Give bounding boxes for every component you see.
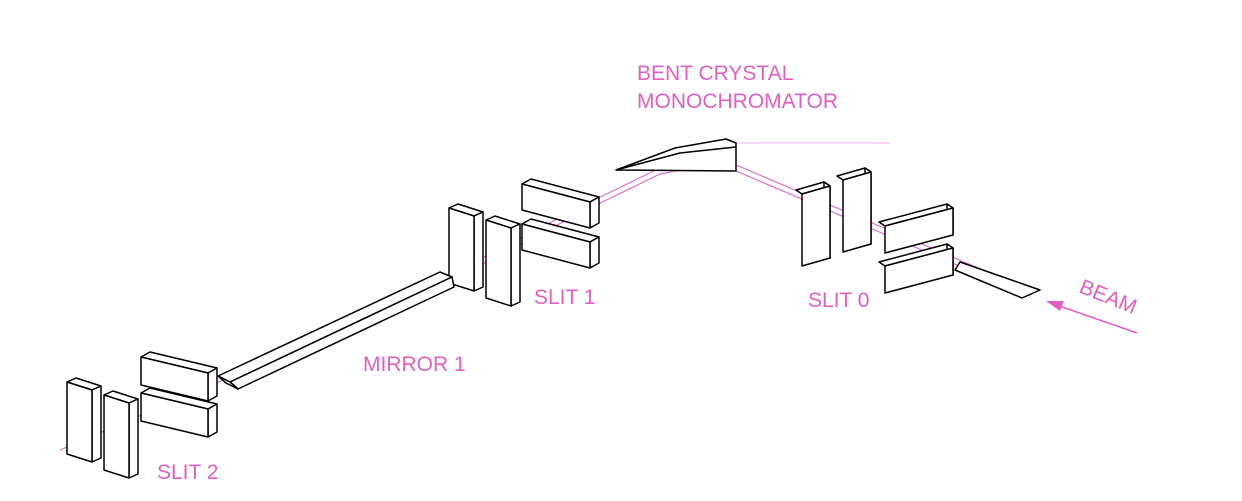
slit-1-blade-bottom: [521, 218, 600, 269]
slit-1-blade-top: [521, 178, 600, 229]
slit-0-blade-bottom: [878, 243, 954, 294]
slit-2-blade-bottom: [140, 387, 218, 438]
beam-stop-strip: [954, 261, 1041, 299]
label-monochromator: MONOCHROMATOR: [637, 90, 838, 113]
label-beam: BEAM: [1076, 275, 1140, 319]
label-slit-1: SLIT 1: [534, 286, 595, 309]
slit-0-blade-right: [836, 167, 872, 253]
slit-0-blade-left: [795, 181, 831, 267]
slit-2-blade-left: [66, 377, 102, 463]
bent-crystal-monochromator: [615, 138, 737, 172]
slit-2-blade-top: [140, 351, 218, 402]
label-slit-2: SLIT 2: [157, 461, 218, 484]
slit-1-blade-left: [448, 203, 484, 292]
slit-1-blade-right: [485, 215, 521, 307]
mirror-1: [217, 271, 455, 390]
label-slit-0: SLIT 0: [808, 289, 869, 312]
slit-2-blade-right: [103, 390, 139, 479]
label-mirror-1: MIRROR 1: [363, 353, 466, 376]
optical-components: [66, 167, 954, 479]
beam-arrow: [1046, 301, 1138, 334]
label-bent-crystal: BENT CRYSTAL: [637, 62, 793, 85]
slit-0-blade-top: [878, 203, 954, 254]
